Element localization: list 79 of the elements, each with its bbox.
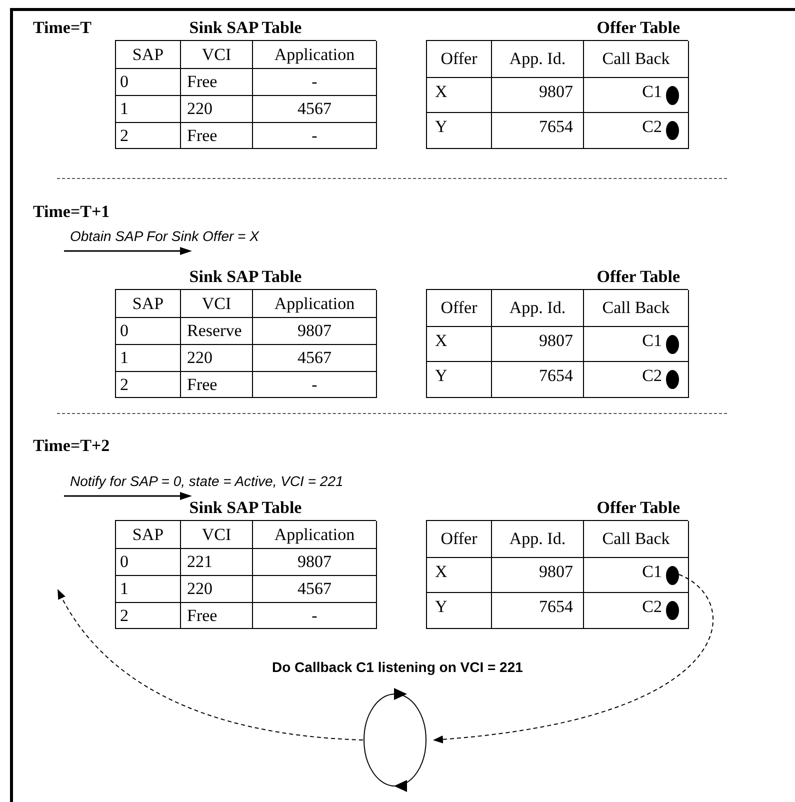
table-cell: 4567 <box>253 576 377 603</box>
table-title: Offer Table <box>596 18 681 39</box>
column-header: Offer <box>427 290 492 327</box>
column-header: App. Id. <box>492 290 584 327</box>
table-cell: 2 <box>116 123 181 149</box>
column-header: Offer <box>427 521 492 558</box>
table-cell: 9807 <box>492 78 584 113</box>
table-cell: 9807 <box>492 327 584 362</box>
table-cell: Y <box>427 593 492 629</box>
table-cell: 2 <box>116 372 181 398</box>
time-label: Time=T <box>33 18 92 38</box>
table-cell: 0 <box>116 69 181 96</box>
column-header: Call Back <box>584 290 689 327</box>
column-header: SAP <box>116 290 181 318</box>
message-text: Obtain SAP For Sink Offer = X <box>70 228 259 244</box>
table-title: Sink SAP Table <box>188 267 303 288</box>
table-cell: - <box>253 603 377 629</box>
dashed-arrow <box>433 574 714 744</box>
table-title: Offer Table <box>596 498 681 519</box>
column-header: App. Id. <box>492 521 584 558</box>
table <box>426 40 688 149</box>
table-cell: Free <box>181 603 253 629</box>
table-cell: X <box>427 558 492 593</box>
column-header: App. Id. <box>492 41 584 78</box>
table-cell: 1 <box>116 345 181 372</box>
table <box>115 289 376 398</box>
table-cell: 0 <box>116 549 181 576</box>
table-cell: 221 <box>181 549 253 576</box>
table-title: Sink SAP Table <box>188 18 303 39</box>
column-header: SAP <box>116 521 181 549</box>
column-header: Call Back <box>584 41 689 78</box>
table-cell: 2 <box>116 603 181 629</box>
table-cell: 9807 <box>492 558 584 593</box>
table <box>115 40 376 149</box>
table-cell: 4567 <box>253 96 377 123</box>
callback-dot <box>666 566 679 584</box>
table-cell: Y <box>427 113 492 149</box>
table-cell: Free <box>181 372 253 398</box>
table-cell: 1 <box>116 96 181 123</box>
table-cell: 220 <box>181 576 253 603</box>
column-header: Call Back <box>584 521 689 558</box>
table-title: Offer Table <box>596 267 681 288</box>
table-cell: Free <box>181 69 253 96</box>
table-cell: X <box>427 78 492 113</box>
table-cell: 220 <box>181 345 253 372</box>
table-cell: 4567 <box>253 345 377 372</box>
table-cell: 7654 <box>492 593 584 629</box>
column-header: Application <box>253 290 377 318</box>
table-cell: 9807 <box>253 549 377 576</box>
message-text: Notify for SAP = 0, state = Active, VCI = 221 <box>70 473 344 489</box>
column-header: Offer <box>427 41 492 78</box>
table-cell: 7654 <box>492 362 584 398</box>
column-header: VCI <box>181 41 253 69</box>
table-cell: 220 <box>181 96 253 123</box>
time-label: Time=T+2 <box>33 436 110 456</box>
dashed-arrow <box>58 589 364 740</box>
callback-dot <box>666 601 679 620</box>
table-cell: 1 <box>116 576 181 603</box>
column-header: VCI <box>181 521 253 549</box>
table <box>426 520 688 629</box>
table-cell: X <box>427 327 492 362</box>
table-cell: Y <box>427 362 492 398</box>
table-cell: - <box>253 69 377 96</box>
column-header: VCI <box>181 290 253 318</box>
callback-text: Do Callback C1 listening on VCI = 221 <box>272 659 523 675</box>
table-title: Sink SAP Table <box>188 498 303 519</box>
table <box>115 520 376 629</box>
table <box>426 289 688 398</box>
table-cell: - <box>253 372 377 398</box>
table-cell: 0 <box>116 318 181 345</box>
column-header: Application <box>253 41 377 69</box>
table-cell: 9807 <box>253 318 377 345</box>
time-label: Time=T+1 <box>33 202 110 222</box>
column-header: Application <box>253 521 377 549</box>
table-cell: - <box>253 123 377 149</box>
table-cell: Free <box>181 123 253 149</box>
table-cell: Reserve <box>181 318 253 345</box>
table-cell: 7654 <box>492 113 584 149</box>
column-header: SAP <box>116 41 181 69</box>
